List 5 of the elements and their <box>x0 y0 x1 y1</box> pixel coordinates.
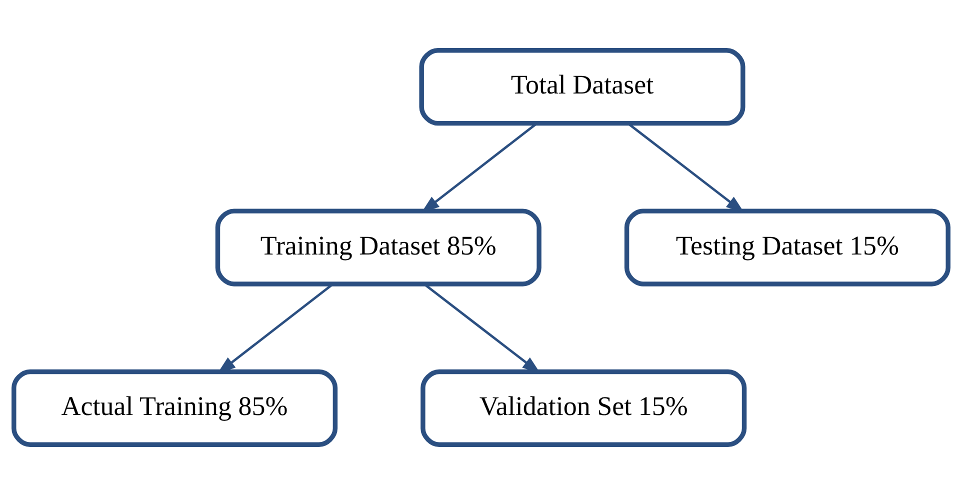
node-box: Total Dataset <box>419 48 746 126</box>
node-box: Testing Dataset 15% <box>624 208 950 286</box>
node-box: Training Dataset 85% <box>215 208 542 286</box>
node-box: Actual Training 85% <box>12 368 338 446</box>
node-box: Validation Set 15% <box>420 368 747 446</box>
